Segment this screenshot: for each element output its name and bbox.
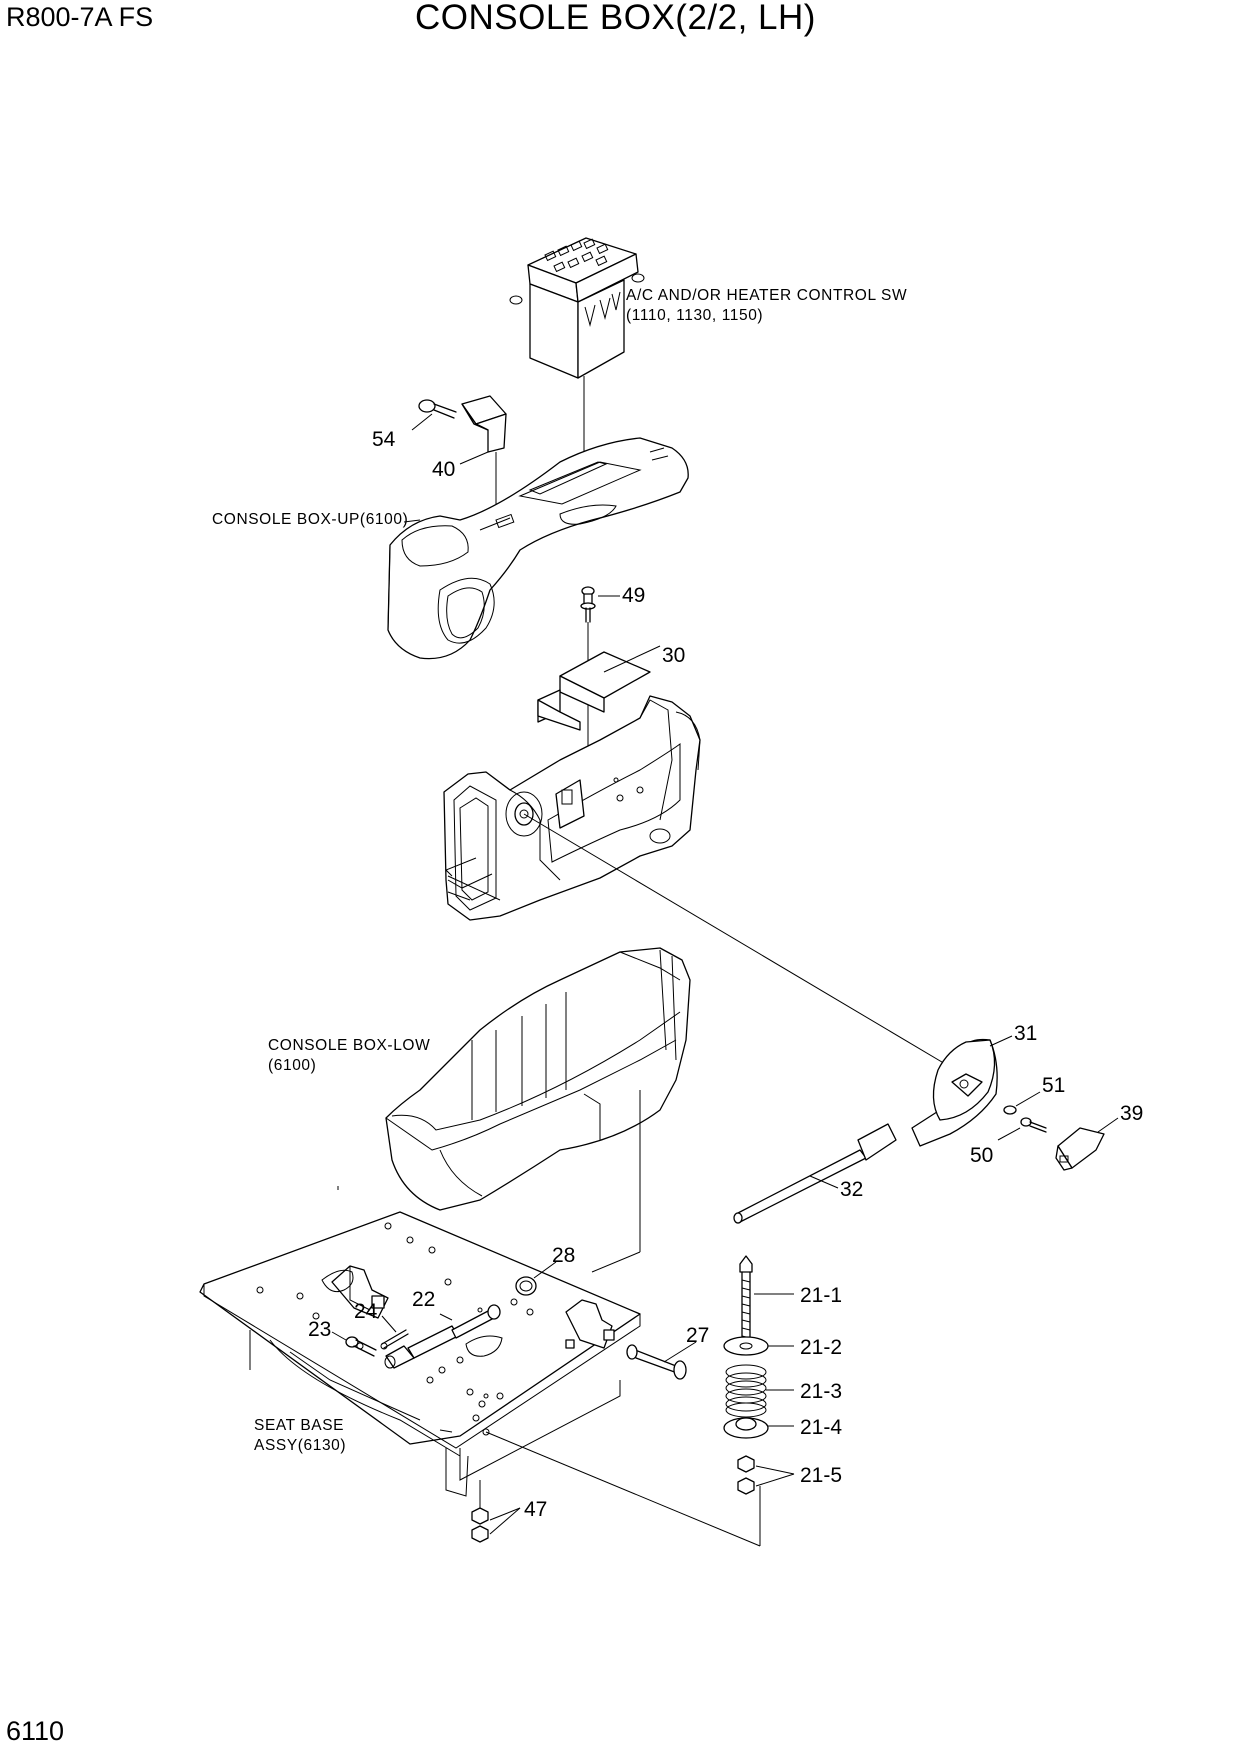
callout-24: 24 xyxy=(354,1300,378,1323)
part-27-pin xyxy=(626,1341,697,1380)
part-40-knob xyxy=(459,395,507,530)
part-22-gas-spring xyxy=(384,1304,501,1369)
callout-22: 22 xyxy=(412,1288,435,1311)
page-number: 6110 xyxy=(6,1716,65,1746)
callout-30: 30 xyxy=(662,644,685,667)
callout-21-4: 21-4 xyxy=(800,1416,842,1439)
callout-27: 27 xyxy=(686,1324,709,1347)
part-54-bolt xyxy=(411,399,457,431)
part-31-plate xyxy=(911,1035,1013,1147)
part-50-bolt xyxy=(997,1117,1047,1141)
part-49-bolt xyxy=(580,586,620,800)
model-code: R800-7A FS xyxy=(6,2,154,32)
callout-51: 51 xyxy=(1042,1074,1065,1097)
seat-base-assembly xyxy=(199,1186,761,1547)
callout-23: 23 xyxy=(308,1318,331,1341)
callout-21-1: 21-1 xyxy=(800,1284,842,1307)
part-39-knob xyxy=(1055,1117,1119,1171)
part-21-2-washer xyxy=(723,1336,794,1356)
callout-21-2: 21-2 xyxy=(800,1336,842,1359)
callout-50: 50 xyxy=(970,1144,993,1167)
label-console-box-up: CONSOLE BOX-UP(6100) xyxy=(212,511,408,528)
part-23-pin xyxy=(331,1331,377,1357)
part-21-1-bolt xyxy=(739,1255,794,1345)
part-32-rod xyxy=(733,1123,897,1224)
part-47-nut xyxy=(471,1480,521,1543)
callout-47: 47 xyxy=(524,1498,547,1521)
label-console-box-low-line1: CONSOLE BOX-LOW xyxy=(268,1037,430,1054)
part-24-clip xyxy=(380,1315,409,1350)
label-ac-heater-line2: (1110, 1130, 1150) xyxy=(626,307,763,324)
ac-heater-control-switch xyxy=(509,237,645,463)
part-21-5-nut xyxy=(737,1455,795,1495)
callout-32: 32 xyxy=(840,1178,863,1201)
callout-21-5: 21-5 xyxy=(800,1464,842,1487)
label-seat-base-line1: SEAT BASE xyxy=(254,1417,344,1434)
console-box-up xyxy=(387,437,689,660)
label-console-box-low-line2: (6100) xyxy=(268,1057,316,1074)
callout-54: 54 xyxy=(372,428,396,451)
part-21-4-seat xyxy=(723,1417,794,1439)
part-30-bracket xyxy=(537,645,661,731)
label-seat-base-line2: ASSY(6130) xyxy=(254,1437,346,1454)
callout-28: 28 xyxy=(552,1244,575,1267)
console-box-low xyxy=(385,947,691,1273)
callout-49: 49 xyxy=(622,584,645,607)
part-21-3-spring xyxy=(725,1364,794,1418)
callout-21-3: 21-3 xyxy=(800,1380,842,1403)
console-frame xyxy=(443,695,953,1069)
part-28-ring xyxy=(515,1261,557,1296)
label-ac-heater-line1: A/C AND/OR HEATER CONTROL SW xyxy=(626,287,907,304)
page-title: CONSOLE BOX(2/2, LH) xyxy=(415,0,816,37)
callout-31: 31 xyxy=(1014,1022,1037,1045)
part-51-washer xyxy=(1003,1091,1041,1115)
callout-40: 40 xyxy=(432,458,455,481)
callout-39: 39 xyxy=(1120,1102,1143,1125)
